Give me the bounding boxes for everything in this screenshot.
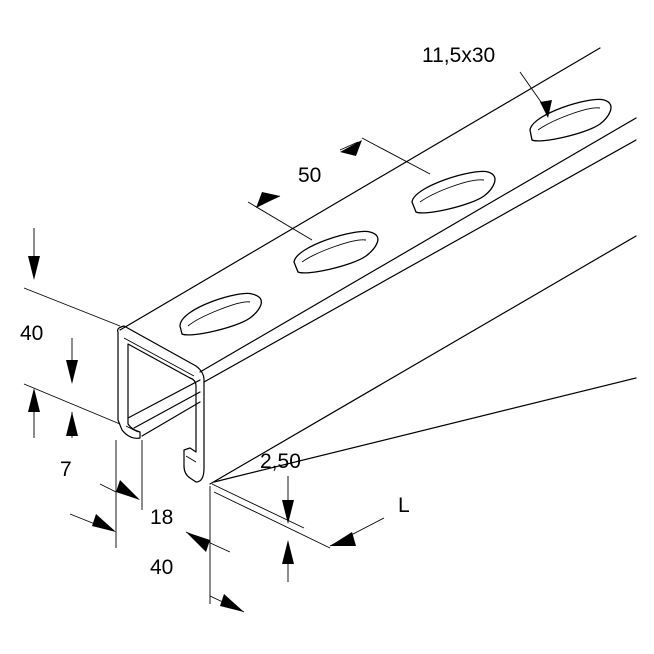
height-extension-top [23, 287, 121, 327]
arrow-pitch-left [256, 192, 280, 208]
pitch-extension-left [247, 201, 313, 241]
bottom-line [213, 377, 637, 483]
arrow-lip-top [66, 360, 78, 384]
arrow-opening-left [116, 480, 140, 500]
arrow-length [330, 532, 356, 546]
right-wall-line-lower [209, 235, 637, 485]
arrow-thickness-top [282, 500, 294, 524]
arrow-pitch-right [340, 140, 362, 156]
label-length: L [398, 494, 410, 517]
label-slot-size: 11,5x30 [422, 44, 495, 67]
slot-4 [529, 98, 612, 142]
slot-2 [293, 230, 379, 274]
arrow-height-top [28, 256, 40, 280]
label-thickness: 2,50 [260, 450, 301, 473]
label-height: 40 [20, 322, 43, 345]
left-lip-line-c [141, 401, 201, 437]
thickness-extension-b [213, 491, 331, 549]
right-wall-line-upper [203, 139, 637, 383]
top-face-left-edge [119, 47, 601, 331]
arrow-width-right [186, 532, 210, 552]
arrow-height-bottom [28, 388, 40, 412]
arrow-lip-bottom [66, 412, 78, 436]
label-slot-pitch: 50 [298, 164, 321, 187]
pitch-line [339, 141, 359, 151]
slot-1 [179, 292, 263, 336]
channel-body [117, 47, 637, 485]
cross-section-outer [117, 325, 205, 483]
arrow-thickness-bottom [282, 540, 294, 564]
arrow-slot-size [540, 100, 552, 118]
pitch-extension-right [361, 137, 431, 175]
label-lip-height: 7 [60, 458, 72, 481]
dimension-lines [23, 71, 549, 613]
label-width: 40 [150, 556, 173, 579]
arrow-width-bottom [220, 594, 244, 612]
left-lip-line-b [133, 391, 201, 429]
slots [179, 98, 612, 336]
height-extension-bottom [23, 383, 121, 425]
dimension-labels: 11,5x30 50 40 7 18 40 2,50 L [20, 44, 495, 579]
slot-3 [411, 170, 496, 214]
label-opening: 18 [150, 506, 173, 529]
opening-line [99, 483, 117, 493]
arrowheads [28, 100, 552, 612]
top-face-right-edge [199, 117, 637, 373]
cross-section-inner [123, 337, 197, 463]
arrow-width-left [92, 514, 116, 532]
left-lip-line-a [127, 379, 201, 419]
